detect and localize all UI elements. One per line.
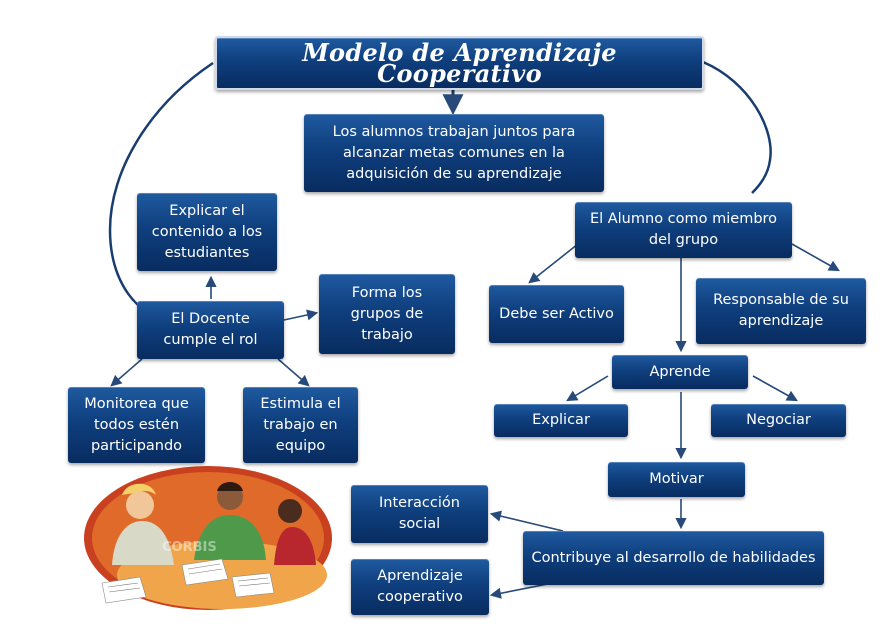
node-docente: El Docente cumple el rol (137, 301, 284, 359)
arrow-docente-grupos (283, 309, 319, 321)
diagram-title: Modelo de Aprendizaje Cooperativo (215, 36, 704, 90)
watermark: CORBIS (162, 540, 217, 555)
node-explicar-contenido: Explicar el contenido a los estudiantes (137, 193, 277, 271)
arrow-aprende-explicar (566, 375, 609, 402)
node-aprende: Aprende (612, 355, 748, 389)
arrow-docente-estimula (277, 358, 310, 387)
node-center: Los alumnos trabajan juntos para alcanza… (304, 114, 604, 192)
arrow-alumno-responsable (791, 243, 840, 272)
node-forma-grupos: Forma los grupos de trabajo (319, 274, 455, 354)
node-interaccion: Interacción social (351, 485, 488, 543)
node-alumno: El Alumno como miembro del grupo (575, 202, 792, 258)
arrow-docente-monitorea (110, 358, 143, 387)
node-monitorea: Monitorea que todos estén participando (68, 387, 205, 463)
curve-title-docente (108, 61, 214, 306)
arrow-aprende-negociar (752, 375, 798, 402)
node-negociar: Negociar (711, 404, 846, 437)
curve-title-alumno (702, 60, 772, 194)
students-illustration: CORBIS (84, 466, 332, 610)
node-estimula: Estimula el trabajo en equipo (243, 387, 358, 463)
arrow-alumno-activo (528, 243, 579, 284)
node-cooperativo: Aprendizaje cooperativo (351, 559, 489, 615)
node-explicar: Explicar (494, 404, 628, 437)
node-contribuye: Contribuye al desarrollo de habilidades (523, 531, 824, 585)
node-activo: Debe ser Activo (489, 285, 624, 343)
node-responsable: Responsable de su aprendizaje (696, 278, 866, 344)
node-motivar: Motivar (608, 462, 745, 497)
arrow-contribuye-interaccion (489, 510, 564, 532)
